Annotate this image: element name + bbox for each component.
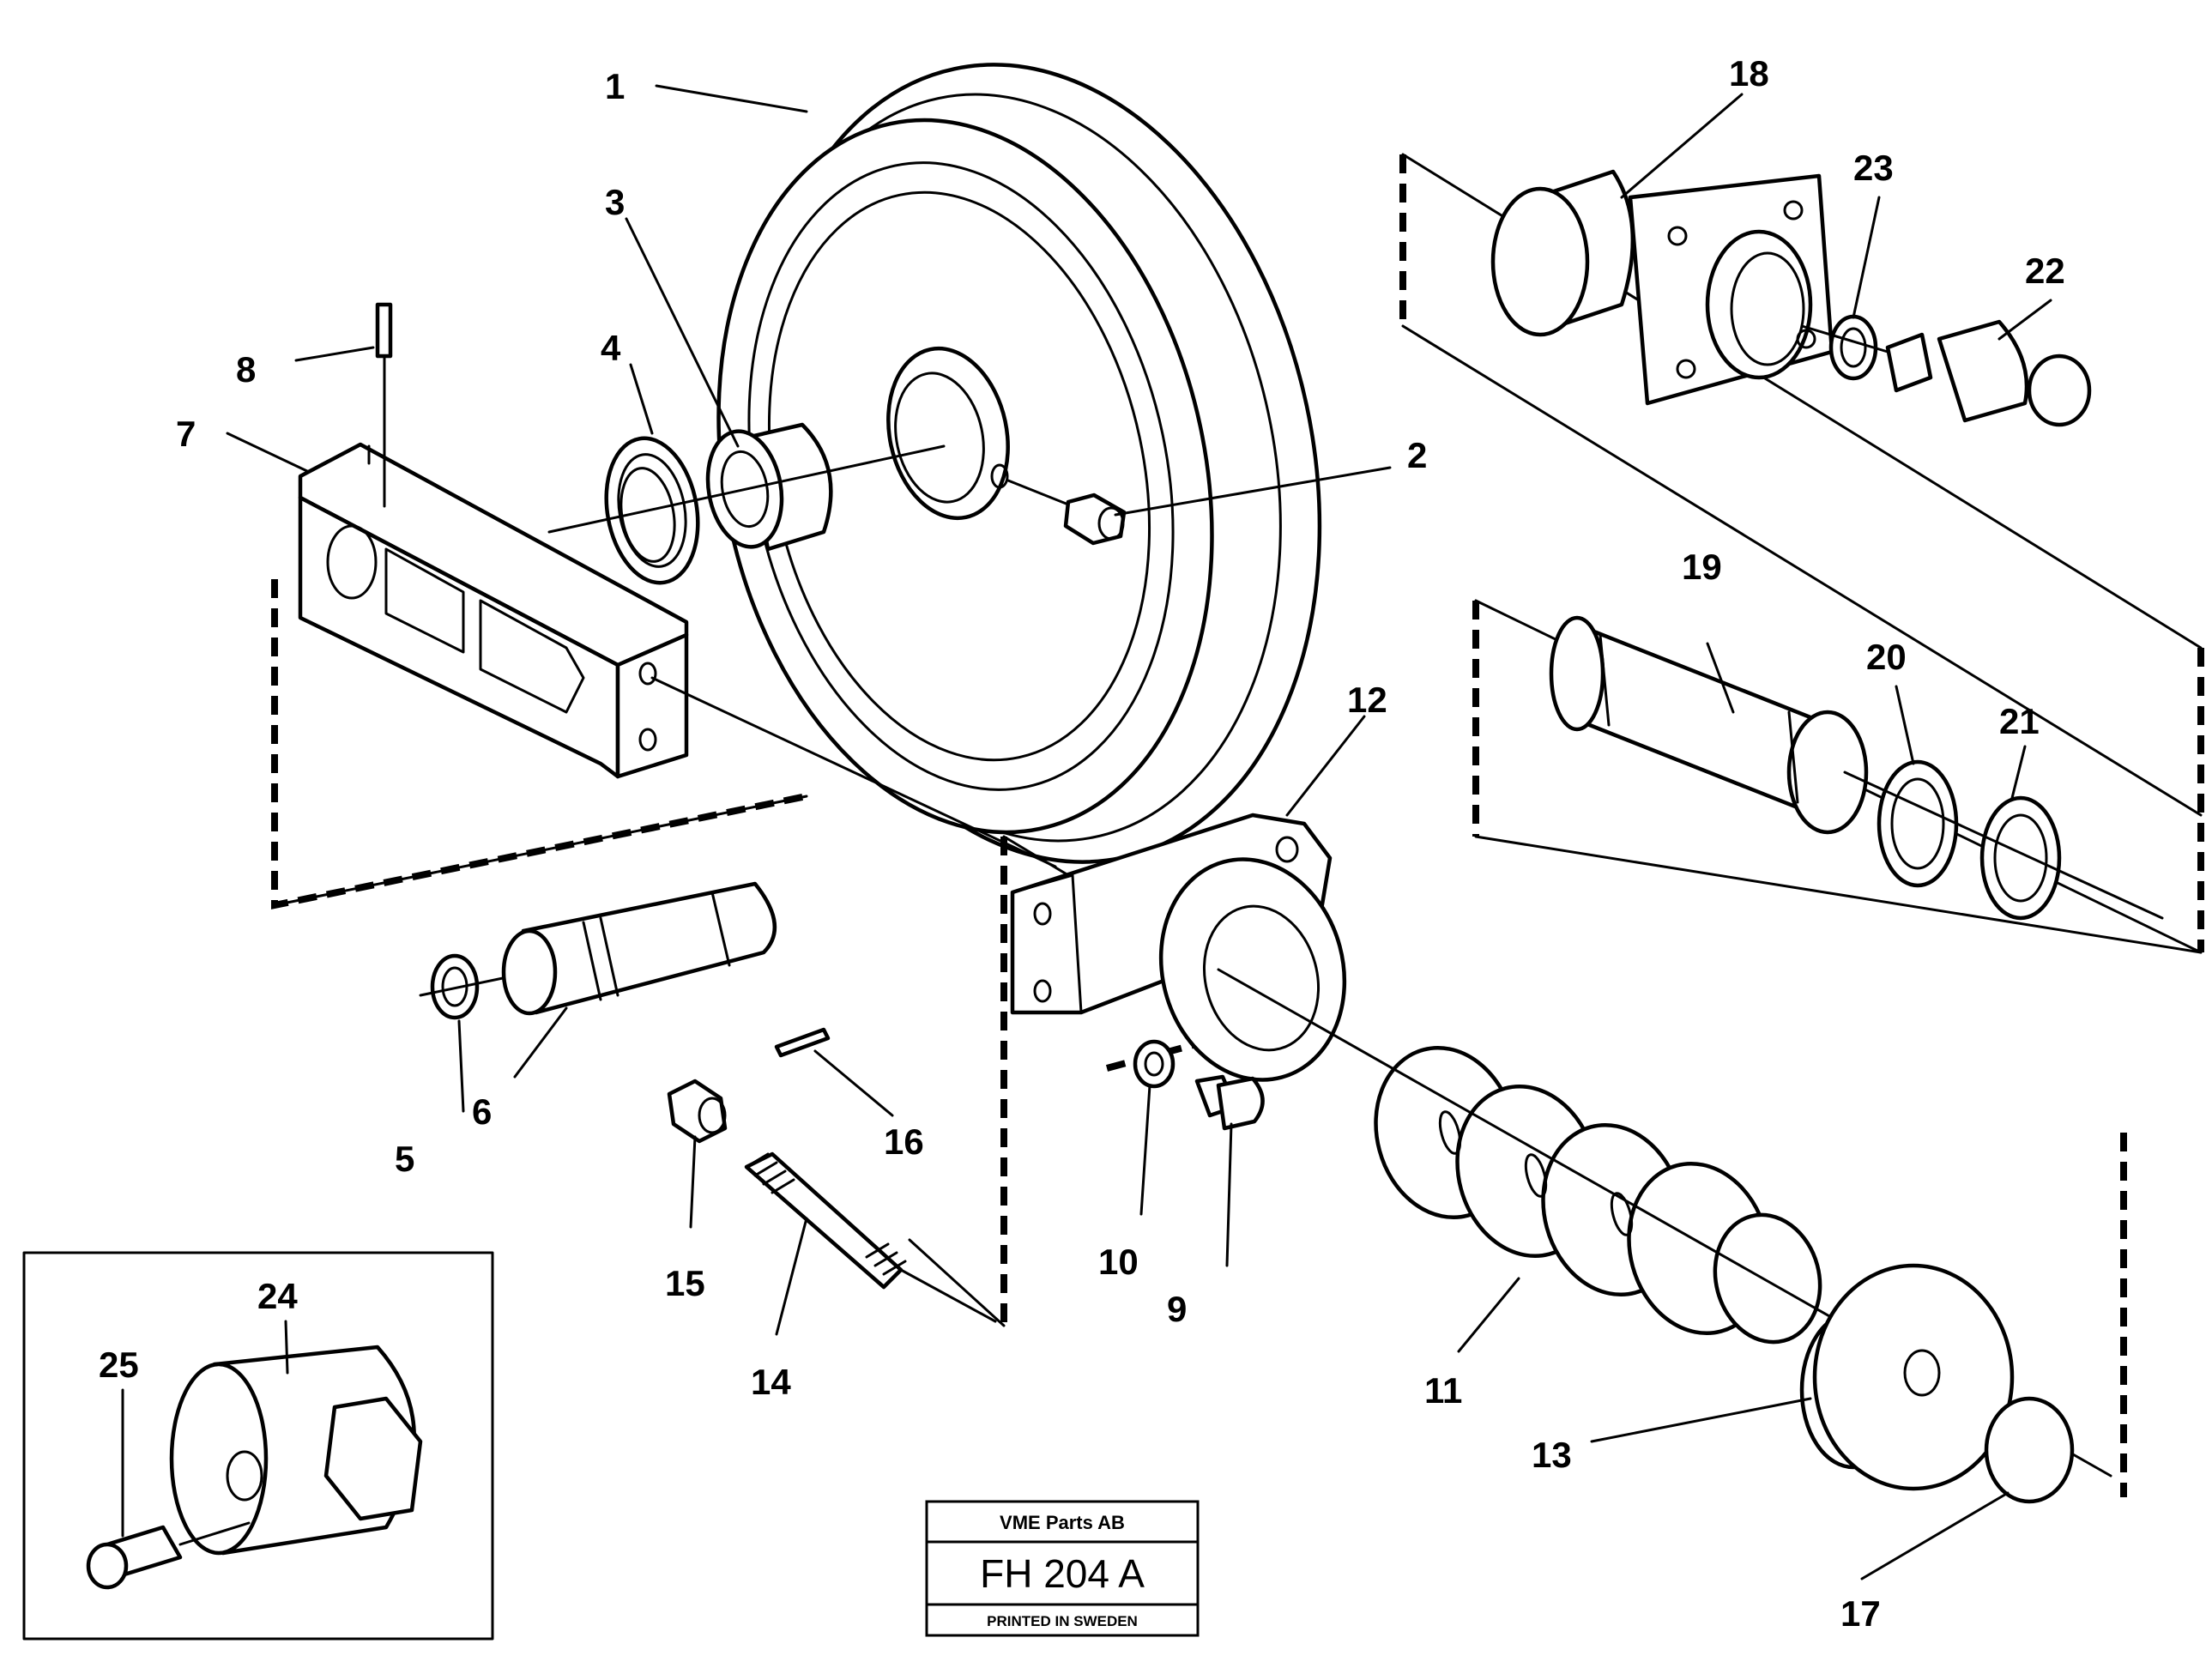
leader-lines bbox=[121, 84, 2052, 1580]
nut-part-15 bbox=[667, 1079, 728, 1144]
spring-seat-part-13 bbox=[1799, 1263, 2015, 1491]
callout-4: 4 bbox=[601, 328, 621, 368]
callout-18: 18 bbox=[1729, 53, 1769, 94]
shaft-part-6 bbox=[501, 881, 777, 1016]
callout-24: 24 bbox=[257, 1276, 298, 1316]
callout-16: 16 bbox=[884, 1121, 924, 1162]
callout-17: 17 bbox=[1840, 1593, 1881, 1634]
title-block-printed: PRINTED IN SWEDEN bbox=[987, 1613, 1138, 1629]
callout-6: 6 bbox=[472, 1091, 492, 1132]
pin-part-16 bbox=[774, 1027, 831, 1058]
callout-7: 7 bbox=[176, 414, 196, 454]
callout-14: 14 bbox=[751, 1362, 791, 1402]
callout-9: 9 bbox=[1167, 1289, 1187, 1329]
grease-nipple-part-25 bbox=[86, 1521, 251, 1590]
callout-3: 3 bbox=[605, 182, 625, 222]
callout-25: 25 bbox=[99, 1345, 139, 1385]
pin-part-8 bbox=[375, 302, 393, 508]
tensioner-bracket-part-12 bbox=[1010, 813, 1347, 1082]
callout-11: 11 bbox=[1424, 1370, 1462, 1411]
bushing-part-3 bbox=[705, 422, 833, 552]
title-block: VME Parts AB FH 204 A PRINTED IN SWEDEN bbox=[925, 1500, 1200, 1637]
idler-wheel-part-1 bbox=[716, 63, 1322, 864]
title-block-company: VME Parts AB bbox=[1000, 1512, 1125, 1533]
bolt-part-2 bbox=[1006, 479, 1127, 546]
ring-part-21 bbox=[1979, 795, 2062, 921]
spring-part-11 bbox=[1374, 1045, 1822, 1345]
callout-21: 21 bbox=[1999, 701, 2040, 741]
bracket-part-7 bbox=[298, 442, 689, 779]
stud-part-14 bbox=[744, 1151, 997, 1323]
ring-part-23 bbox=[1828, 314, 1878, 381]
cap-part-17 bbox=[1984, 1396, 2075, 1504]
callout-15: 15 bbox=[665, 1263, 705, 1303]
callout-1: 1 bbox=[605, 66, 625, 106]
callout-23: 23 bbox=[1853, 148, 1894, 188]
callout-19: 19 bbox=[1682, 547, 1722, 587]
callout-10: 10 bbox=[1098, 1242, 1139, 1282]
bolt-part-9 bbox=[1194, 1074, 1265, 1131]
callout-20: 20 bbox=[1866, 637, 1907, 677]
plug-part-24 bbox=[169, 1345, 423, 1556]
callout-13: 13 bbox=[1532, 1435, 1572, 1475]
valve-part-22 bbox=[1800, 319, 2092, 427]
housing-part-18 bbox=[1490, 169, 1834, 406]
callout-22: 22 bbox=[2025, 251, 2065, 291]
inset-box bbox=[22, 1251, 494, 1641]
callout-8: 8 bbox=[236, 349, 256, 390]
callout-5: 5 bbox=[395, 1139, 414, 1179]
callout-labels: 1 2 3 4 5 6 7 8 9 10 11 12 13 14 15 16 1… bbox=[99, 53, 2065, 1634]
callout-12: 12 bbox=[1347, 680, 1387, 720]
title-block-drawing-code: FH 204 A bbox=[980, 1551, 1145, 1596]
washer-part-10 bbox=[1133, 1039, 1176, 1089]
callout-2: 2 bbox=[1407, 435, 1427, 475]
washer-part-5 bbox=[419, 953, 525, 1020]
seal-part-20 bbox=[1877, 759, 1959, 888]
cylinder-part-19 bbox=[1549, 615, 1869, 835]
